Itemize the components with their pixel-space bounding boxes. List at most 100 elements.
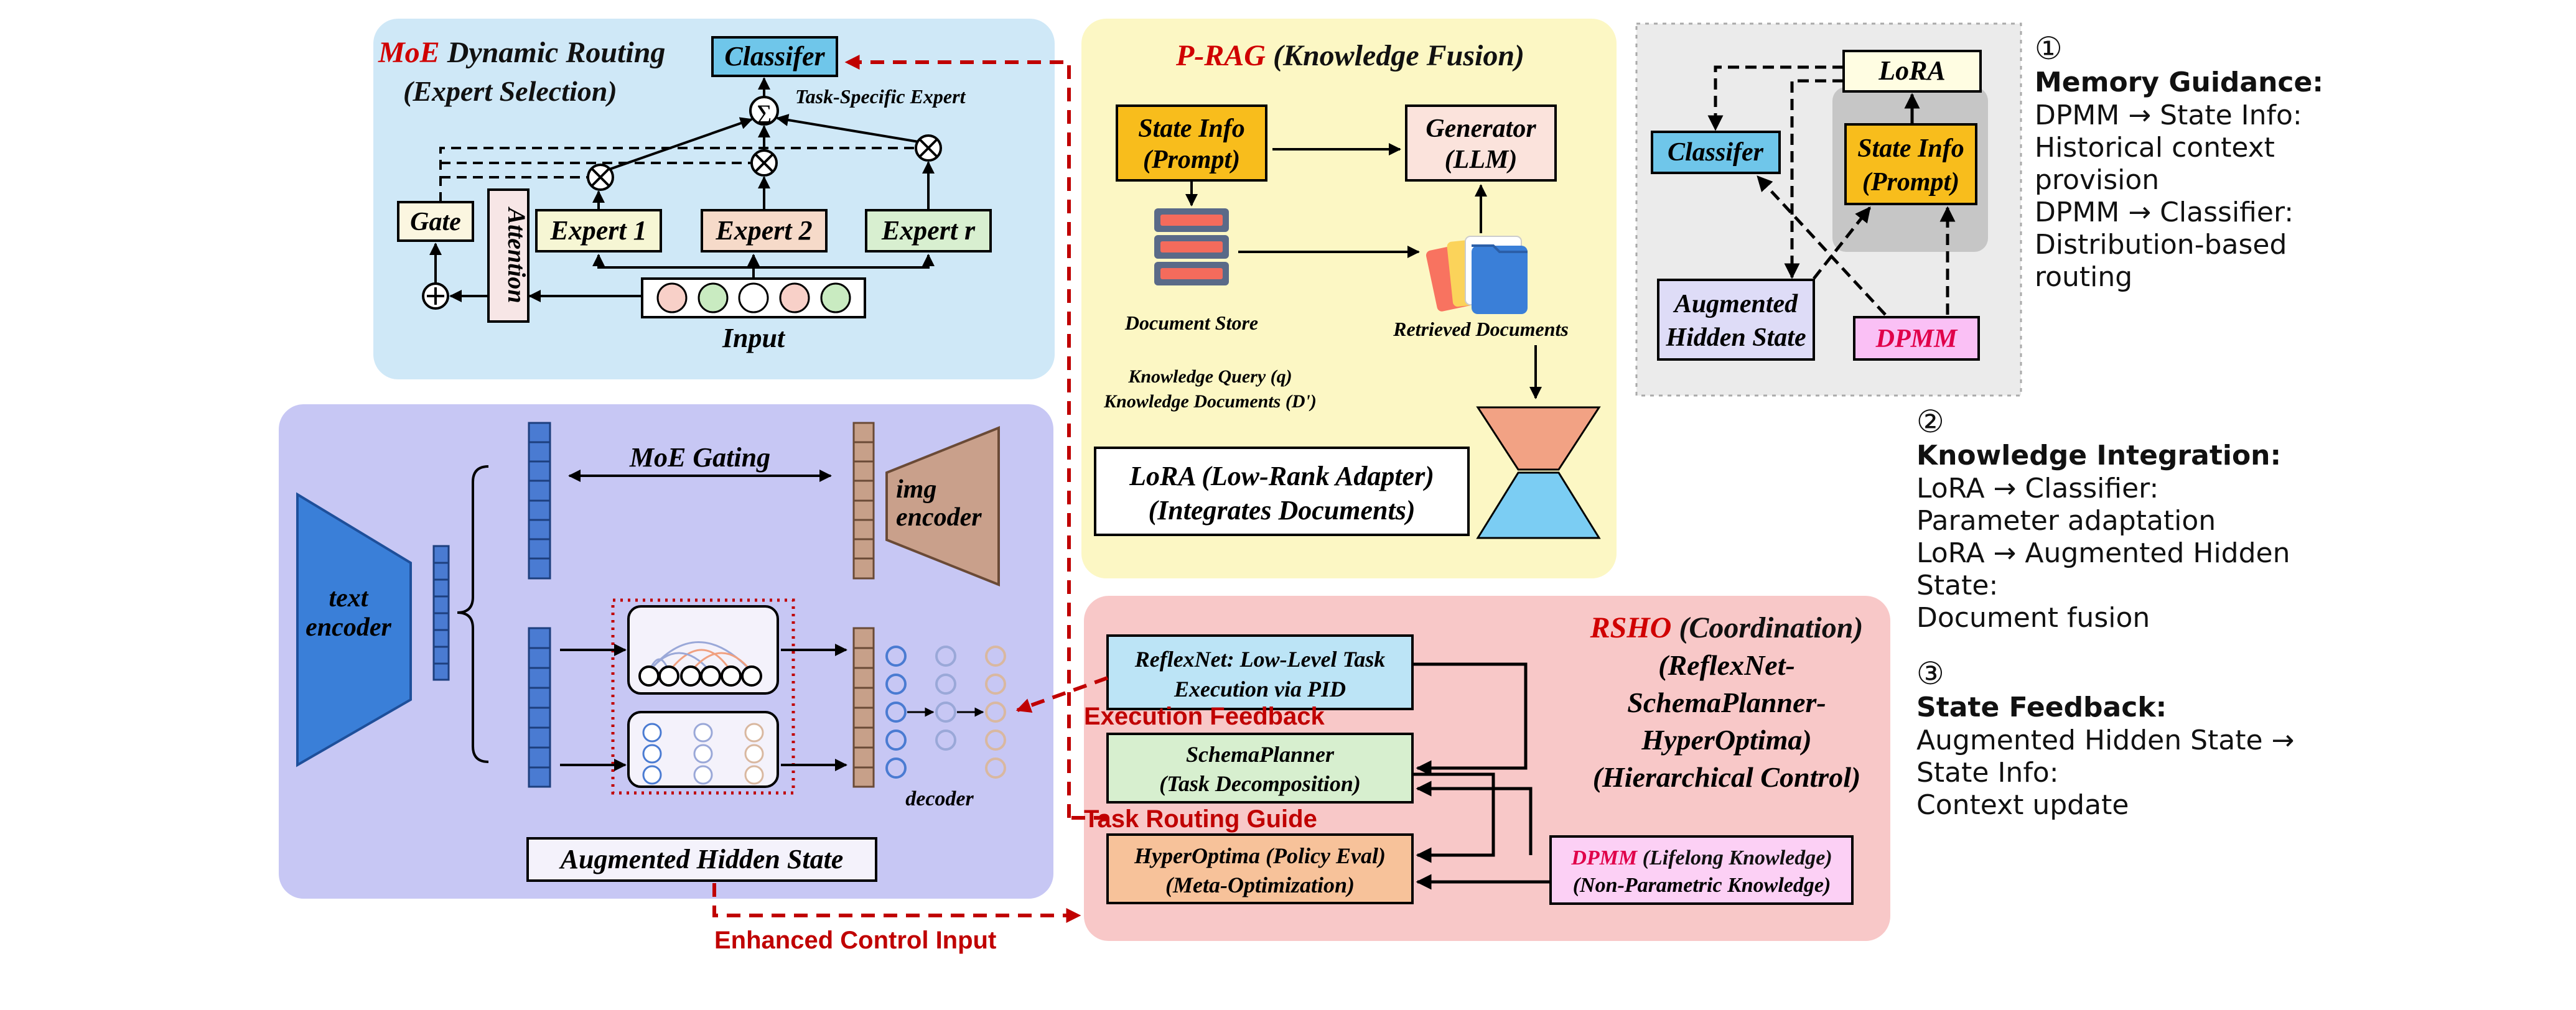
multiply-icon-3: [918, 138, 938, 158]
decoder-neuron-5: [885, 758, 907, 779]
attention-node-6: [741, 665, 762, 687]
hyperoptima-line2: (Meta-Optimization): [1165, 873, 1355, 897]
decoder-neuron-3: [885, 702, 907, 723]
mlp-neuron-5: [693, 744, 713, 764]
input-token-1: [656, 282, 688, 313]
note-memory-guidance: ① Memory Guidance: DPMM → State Info: Hi…: [2035, 31, 2323, 294]
input-token-5: [820, 282, 851, 313]
mul1-to-sum: [609, 117, 753, 170]
knowledge-query-label: Knowledge Query (q): [1127, 366, 1292, 387]
decoder-neuron-9: [935, 730, 956, 751]
rsho-title-rest: (Coordination): [1671, 611, 1863, 644]
prag-title-prefix: P-RAG: [1175, 39, 1266, 72]
rsho-dpmm-line2: (Non-Parametric Knowledge): [1573, 874, 1831, 897]
img-feature-column-top: [852, 422, 875, 580]
rsho-title-line-2: SchemaPlanner-: [1627, 687, 1826, 718]
multiply-icon-1: [590, 167, 610, 187]
multiply-icon-2: [754, 153, 774, 173]
rsho-dpmm-rest: (Lifelong Knowledge): [1637, 846, 1832, 869]
moe-title-rest: Dynamic Routing: [440, 36, 666, 69]
moe-subtitle: (Expert Selection): [403, 75, 617, 107]
note-line: LoRA → Augmented Hidden: [1916, 537, 2290, 569]
expert-1-label: Expert 1: [549, 215, 646, 246]
moe-panel-background: [373, 19, 1055, 379]
note-line: Distribution-based: [2035, 229, 2287, 261]
prag-title: P-RAG (Knowledge Fusion): [1175, 39, 1524, 72]
attention-node-3: [680, 665, 701, 687]
mul3-to-sum: [776, 114, 919, 143]
task-specific-expert-label: Task-Specific Expert: [795, 85, 966, 108]
note-number-1: ①: [2035, 30, 2063, 67]
memory-state-info-line1: State Info: [1857, 134, 1964, 163]
rsho-panel: RSHO (Coordination) (ReflexNet- SchemaPl…: [1084, 596, 1890, 941]
note-line: DPMM → State Info:: [2035, 100, 2302, 131]
input-to-expert1: [592, 254, 755, 279]
attention-label: Attention: [503, 206, 531, 303]
note-line: routing: [2035, 261, 2133, 293]
reflexnet-to-schema-arrow: [1412, 662, 1528, 776]
retrieved-documents-label: Retrieved Documents: [1393, 318, 1569, 340]
ahs-label-box: [526, 837, 877, 882]
prag-state-info-line2: (Prompt): [1143, 146, 1240, 174]
note-line: State Info:: [1916, 757, 2059, 789]
rsho-title-line-4: (Hierarchical Control): [1593, 761, 1861, 793]
rsho-dpmm-prefix: DPMM: [1570, 846, 1638, 869]
prag-panel: P-RAG (Knowledge Fusion) State Info (Pro…: [1081, 19, 1617, 578]
doc-folder-blue: [1472, 246, 1528, 314]
mlp-neuron-4: [693, 723, 713, 743]
decoder-neuron-6: [935, 646, 956, 667]
text-encoder-line2: encoder: [306, 613, 391, 642]
mlp-neurons: [642, 723, 764, 785]
input-label: Input: [722, 323, 786, 353]
moe-gating-label: MoE Gating: [629, 442, 770, 473]
reflexnet-line2: Execution via PID: [1174, 677, 1346, 702]
document-store-label: Document Store: [1124, 312, 1258, 334]
memory-state-info-line2: (Prompt): [1862, 168, 1959, 197]
memory-dpmm-label: DPMM: [1875, 325, 1958, 353]
retrieved-documents-icon: [1426, 236, 1528, 314]
schemaplanner-box: [1106, 733, 1414, 804]
lora-to-aug-dashed: [1784, 79, 1844, 279]
rsho-title-line-1: (ReflexNet-: [1658, 649, 1795, 681]
rsho-dpmm-box: [1549, 835, 1854, 905]
encoder-brace: [457, 465, 489, 763]
moe-panel: MoE Dynamic Routing (Expert Selection) C…: [373, 19, 1055, 379]
enhanced-control-input-label: Enhanced Control Input: [714, 927, 996, 954]
attention-node-2: [658, 665, 679, 687]
hidden-column-top: [528, 422, 551, 580]
memory-dpmm-box: [1853, 316, 1980, 361]
mlp-neuron-6: [693, 765, 713, 785]
input-token-2: [698, 282, 729, 313]
note-state-feedback: ③ State Feedback: Augmented Hidden State…: [1916, 656, 2294, 822]
note-number-3: ③: [1916, 656, 1944, 692]
knowledge-documents-label: Knowledge Documents (D'): [1103, 391, 1317, 412]
decoder-network: [885, 646, 1006, 779]
memory-classifier-box: [1651, 131, 1781, 174]
attention-node-5: [721, 665, 742, 687]
schema-to-hyper-arrow: [1412, 772, 1495, 863]
note-line: State:: [1916, 570, 1999, 601]
generator-line1: Generator: [1426, 114, 1536, 143]
decoder-neuron-7: [935, 674, 956, 695]
decoder-neuron-8: [935, 702, 956, 723]
reflexnet-box: [1106, 634, 1414, 710]
img-feature-cells-top: [854, 441, 874, 560]
memory-lora-box: [1842, 50, 1982, 93]
decoder-neuron-12: [985, 702, 1006, 723]
decoder-neuron-1: [885, 646, 907, 667]
expert-2-box: [701, 209, 828, 253]
note-line: provision: [2035, 164, 2160, 196]
mlp-neuron-9: [744, 765, 764, 785]
memory-classifier-label: Classifer: [1668, 138, 1764, 167]
input-to-expertr: [754, 254, 935, 269]
ahs-label: Augmented Hidden State: [559, 844, 844, 874]
note-title-1: Memory Guidance:: [2035, 67, 2323, 98]
lora-up-projection: [1476, 471, 1601, 539]
attention-arc-3: [648, 652, 712, 672]
memory-aug-box: [1657, 279, 1815, 361]
moe-title-prefix: MoE: [378, 36, 440, 69]
prag-title-rest: (Knowledge Fusion): [1266, 39, 1524, 72]
prag-lora-line1: LoRA (Low-Rank Adapter): [1129, 461, 1434, 491]
text-embedding-column: [432, 545, 450, 681]
